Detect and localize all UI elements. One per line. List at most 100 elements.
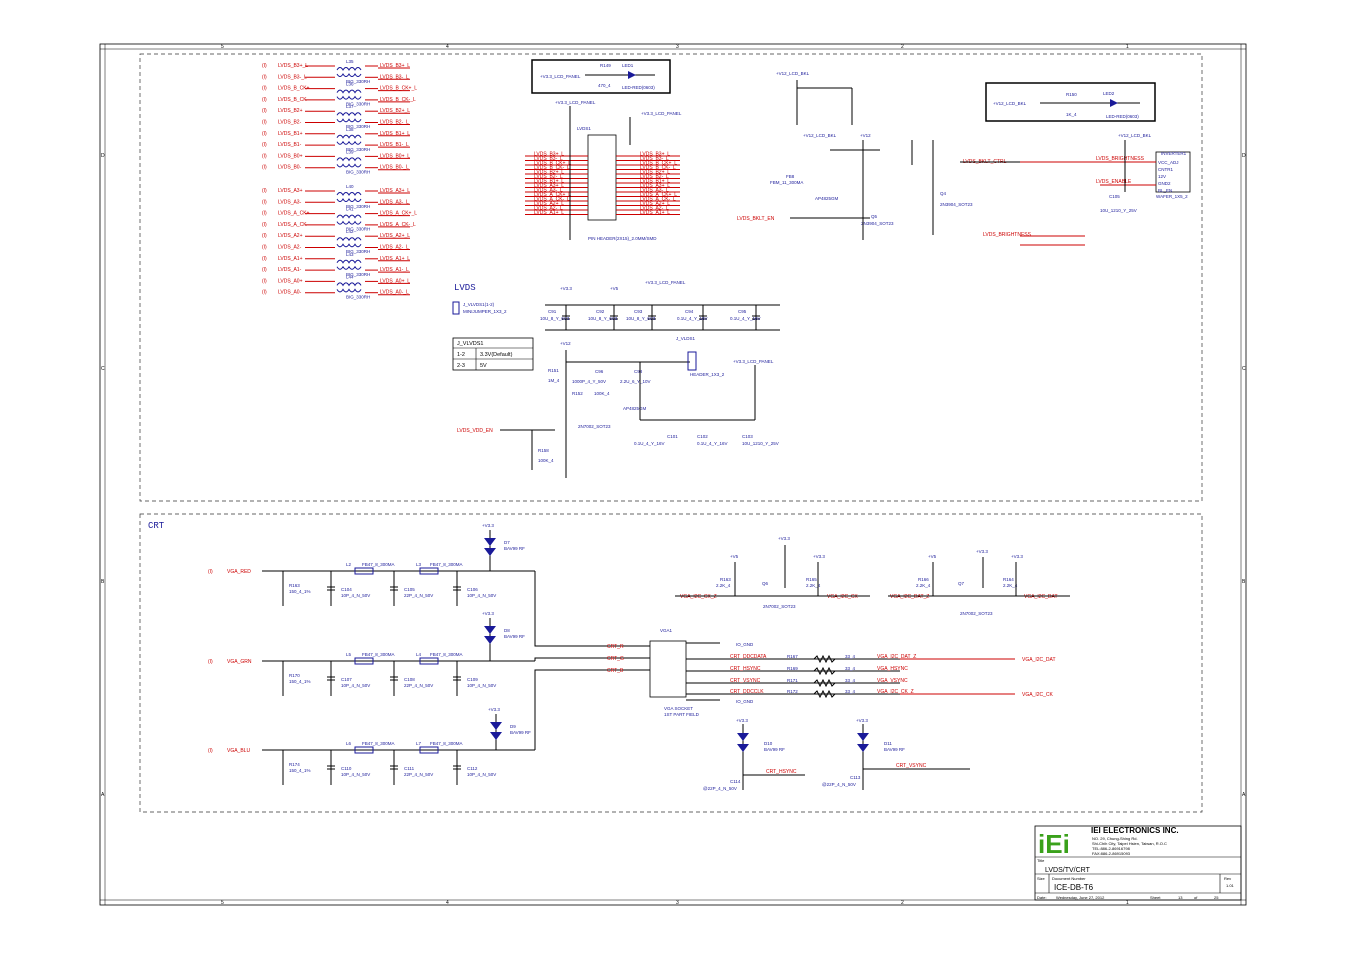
c-val: 2.2U_6_Y_10V [620, 379, 651, 384]
crt-g-net: CRT_G [607, 656, 624, 662]
choke-ref: L43 [346, 252, 354, 257]
diode-ref: D11 [884, 741, 892, 746]
crt-section-title: CRT [148, 521, 165, 531]
sheet-label: Sheet [1150, 895, 1161, 900]
led-icon [628, 71, 636, 79]
cap-val: 10P_4_N_50V [341, 683, 370, 688]
c-val: 0.1U_4_Y_16V [697, 441, 728, 446]
row-label: A [101, 792, 105, 798]
q5-ref: Q5 [871, 214, 878, 219]
lvds-out-net: LVDS_B2-_L [380, 120, 409, 126]
fet-part: AP4825GM [815, 196, 839, 201]
r-val: 33_4 [845, 678, 856, 683]
address-line: TEL:886-2-86916798 [1092, 846, 1131, 851]
cap-ref: C105 [1109, 194, 1120, 199]
lvds-in-net: LVDS_A3+ [278, 188, 303, 194]
cap-val: 22P_4_N_50V [404, 772, 433, 777]
conn-net-left: LVDS_B1+_L [534, 179, 564, 185]
net-right: VGA_I2C_CK [827, 594, 859, 600]
inverter-connector [1155, 151, 1191, 193]
bkl-box-res: R150 [1066, 92, 1077, 97]
cap-val: 10P_4_N_50V [341, 772, 370, 777]
lvds-in-net: LVDS_B3+_L [278, 63, 308, 69]
cap-ref: C110 [341, 766, 352, 771]
lvds-in-net: (I) [262, 278, 267, 284]
row-label: D [1242, 153, 1246, 159]
sync-diodes: +V3.3 +V3.3 D10 BAV99 RF D11 BAV99 RF C1… [703, 718, 970, 791]
pwr: +V3.3 [856, 718, 868, 723]
date-label: Date: [1037, 895, 1047, 900]
lvds-in-net: (I) [262, 267, 267, 273]
lvds-out-net: LVDS_B3-_L [380, 74, 409, 80]
lvds-out-net: LVDS_A2-_L [380, 245, 409, 251]
border-col-labels: 5 4 3 2 1 5 4 3 2 1 D C B A D C B A [101, 44, 1246, 906]
lvds-out-net: LVDS_B2+_L [380, 108, 410, 114]
lvds-out-net: LVDS_B_CK-_L [380, 97, 416, 103]
choke-part: BIG_330RH [346, 124, 370, 129]
cap-ref: C107 [341, 677, 352, 682]
r-ref: R172 [787, 689, 798, 694]
lcd-led-box [531, 59, 671, 94]
choke-ref: L42 [346, 229, 354, 234]
jumper-row: 5V [480, 363, 487, 369]
bklt-en-net: LVDS_BKLT_EN [737, 216, 775, 222]
lvds-out-net: LVDS_A1-_L [380, 267, 409, 273]
choke-part: BIG_330RH [346, 204, 370, 209]
conn-net-left: LVDS_B_CK+_L [534, 161, 571, 167]
r-ref: R167 [787, 654, 798, 659]
cap-val: 10P_4_N_50V [467, 593, 496, 598]
conn-net-left: LVDS_B_CK-_L [534, 165, 570, 171]
col-label: 4 [446, 44, 449, 50]
sheet-border [99, 43, 1247, 906]
conn-net-left: LVDS_A3+_L [534, 183, 564, 189]
vdd-en-net: LVDS_VDD_EN [457, 428, 493, 434]
header-ref: J_VLDS1 [676, 336, 696, 341]
inverter-pin: CNTR1 [1158, 167, 1173, 172]
diode-val: BAV99 RF [504, 634, 525, 639]
lvds-in-net: (I) [262, 199, 267, 205]
iei-logo: iEi [1038, 829, 1070, 859]
ddc-out: VGA_I2C_CK [1022, 692, 1054, 698]
fb-val: FBM_11_300MA [770, 180, 803, 185]
cap-ref: C113 [850, 775, 861, 780]
lvds-conn-supply2: +V3.3_LCD_PANEL [641, 111, 682, 116]
rgb-input-net: VGA_RED [227, 569, 251, 575]
lvds-out-net: LVDS_B3+_L [380, 63, 410, 69]
r-val: 1M_4 [548, 378, 560, 383]
choke-ref: L41 [346, 207, 354, 212]
inverter-pin: GND2 [1158, 181, 1171, 186]
crt-b-net: CRT_B [607, 668, 624, 674]
net-right: VGA_I2C_DAT [1024, 594, 1058, 600]
conn-net-left: LVDS_B2+_L [534, 170, 564, 176]
lvds-choke-array: (I) LVDS_B3+_L LVDS_B3+_L (I) LVDS_B3-_L LVDS… [262, 59, 417, 299]
docnum-value: ICE-DB-T6 [1054, 883, 1094, 892]
diode-icon [490, 722, 502, 740]
led-icon [1110, 99, 1118, 107]
fb-val: FB47_8_300MA [430, 562, 463, 567]
lvds-in-net: LVDS_A0+ [278, 278, 303, 284]
sig-out: VGA_I2C_DAT_Z [877, 654, 916, 660]
lvds-out-net: LVDS_A0-_L [380, 290, 409, 296]
sig-net: CRT_HSYNC [730, 666, 761, 672]
c-ref: C98 [634, 369, 643, 374]
jumper-icon [452, 301, 460, 315]
pwr: +V3.3 [813, 554, 825, 559]
pwr: +V3.3 [488, 707, 500, 712]
ddc-out: VGA_I2C_DAT [1022, 657, 1056, 663]
row-label: C [1242, 366, 1246, 372]
lvds-connector [587, 134, 617, 221]
q4-part: AP4825GM [623, 406, 647, 411]
choke-part: BIG_330RH [346, 227, 370, 232]
r-val: 33_4 [845, 654, 856, 659]
diode-ref: D8 [504, 628, 510, 633]
lvds-in-net: LVDS_A0- [278, 290, 302, 296]
coil-ref: L5 [346, 652, 352, 657]
choke-part: BIG_330RH [346, 249, 370, 254]
conn-net-left: LVDS_A2-_L [534, 206, 563, 212]
r-val: 33_4 [845, 666, 856, 671]
lvds-in-net: (I) [262, 256, 267, 262]
